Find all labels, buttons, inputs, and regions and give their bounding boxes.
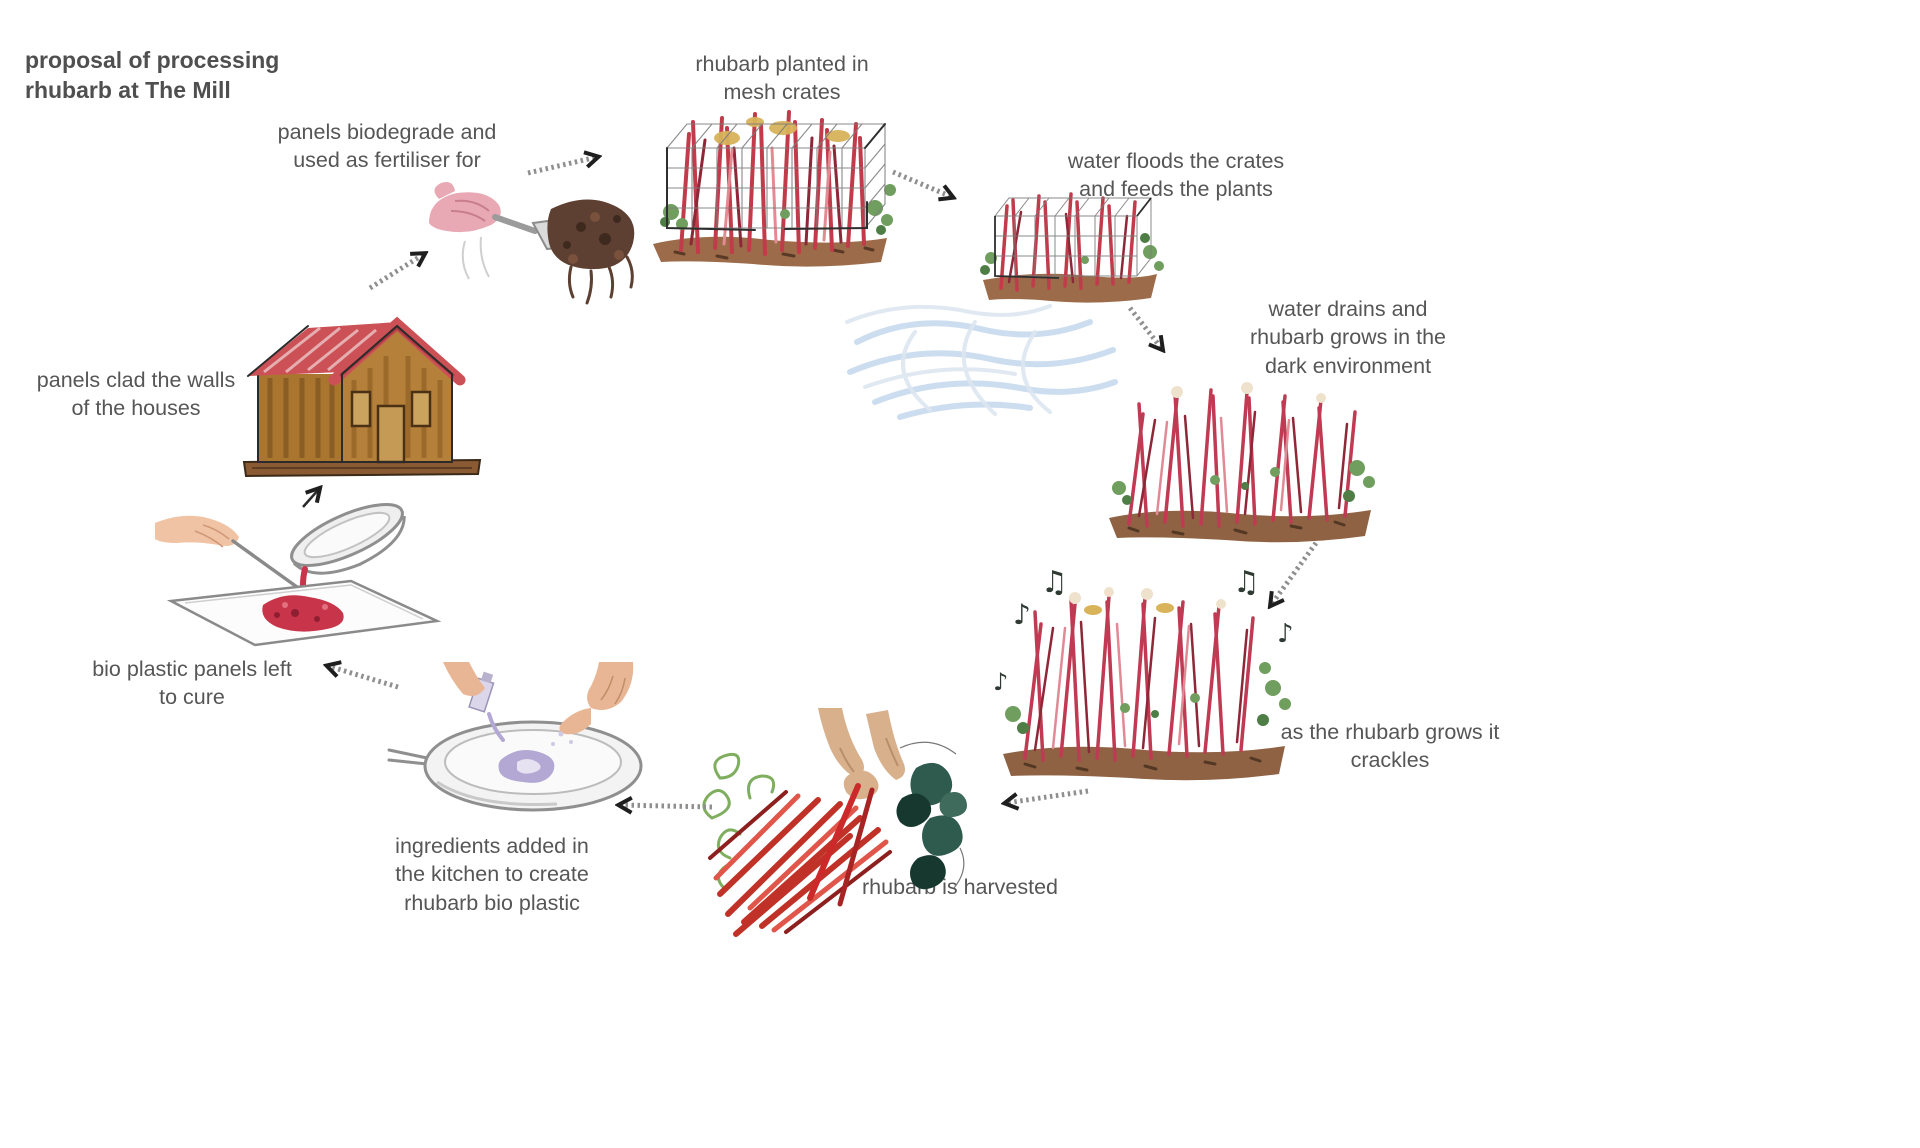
rhubarb-crackle-illustration: ♪ ♫ ♫ ♪ ♪ [985, 558, 1305, 803]
kitchen-pan-illustration [385, 662, 650, 845]
step-label-kitchen: ingredients added in the kitchen to crea… [395, 834, 589, 915]
step-label-fertiliser: panels biodegrade and used as fertiliser… [277, 120, 497, 173]
rhubarb-patch-illustration [1095, 368, 1385, 563]
fertiliser-illustration [395, 165, 650, 320]
bioplastic-pour-illustration [155, 483, 450, 668]
house-illustration [228, 280, 498, 495]
crate-planted-illustration [635, 92, 905, 282]
page-title: proposal of processing rhubarb at The Mi… [25, 47, 280, 103]
step-label-drain: water drains and rhubarb grows in the da… [1250, 297, 1446, 378]
crate-flood-illustration [845, 172, 1175, 432]
step-label-cure: bio plastic panels left to cure [92, 657, 292, 710]
harvest-illustration [690, 708, 990, 943]
music-note-icon: ♫ [1041, 565, 1068, 600]
step-label-flood: water floods the crates and feeds the pl… [1067, 149, 1285, 202]
step-label-clad: panels clad the walls of the houses [36, 368, 236, 421]
step-label-crackle: as the rhubarb grows it crackles [1280, 720, 1500, 773]
music-note-icon: ♪ [1013, 598, 1031, 631]
step-label-planted: rhubarb planted in mesh crates [695, 52, 869, 105]
music-note-icon: ♫ [1233, 565, 1260, 600]
music-note-icon: ♪ [1277, 619, 1294, 649]
music-note-icon: ♪ [993, 668, 1008, 696]
